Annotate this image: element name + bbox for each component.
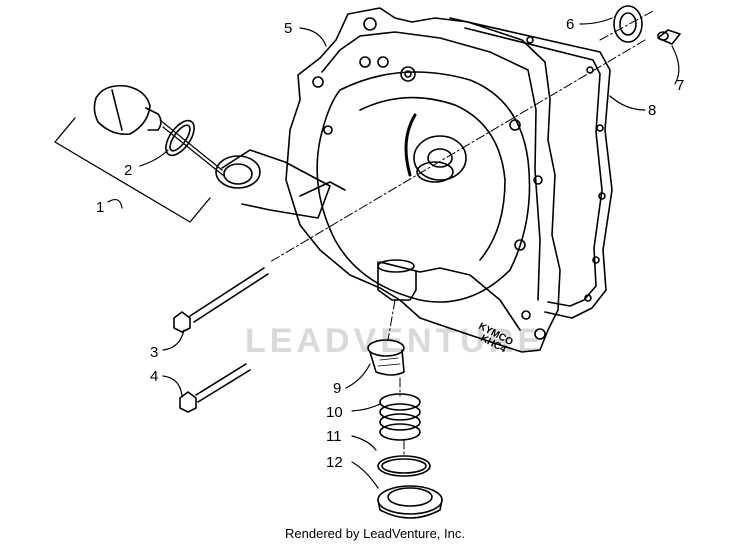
drain-plug (377, 485, 443, 519)
drain-o-ring (377, 455, 431, 477)
callout-11: 11 (326, 428, 342, 445)
callout-5: 5 (284, 20, 292, 37)
dowel-pin (657, 29, 681, 45)
callout-8: 8 (648, 102, 656, 119)
callout-1-bracket (54, 117, 211, 223)
oil-strainer (367, 339, 405, 376)
callout-6: 6 (566, 16, 574, 33)
callout-4: 4 (150, 368, 158, 385)
spring (379, 393, 421, 441)
filler-neck (215, 149, 346, 219)
short-bolt (179, 363, 251, 413)
cover-gasket (449, 17, 613, 319)
credit-text: Rendered by LeadVenture, Inc. (285, 526, 465, 541)
crankcase-cover (285, 7, 561, 353)
dipstick-cap (93, 84, 225, 177)
callout-12: 12 (326, 454, 343, 471)
long-bolt (173, 267, 269, 333)
callout-7: 7 (676, 77, 684, 94)
callout-2: 2 (124, 162, 132, 179)
callout-10: 10 (326, 404, 343, 421)
o-ring (165, 119, 195, 157)
leader-lines (107, 17, 680, 489)
callout-1: 1 (96, 199, 104, 216)
oil-seal (613, 5, 643, 43)
callout-3: 3 (150, 344, 158, 361)
alignment-lines (269, 9, 656, 457)
callout-9: 9 (333, 380, 341, 397)
